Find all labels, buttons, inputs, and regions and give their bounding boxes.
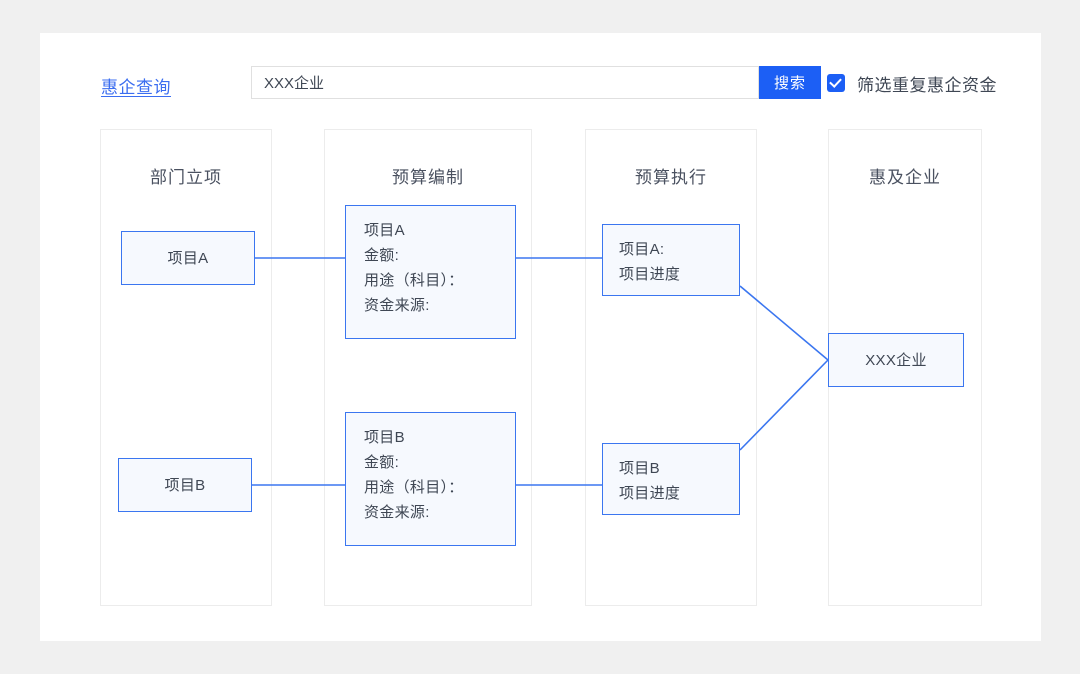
exec-a-line-2: 项目进度 — [619, 266, 681, 283]
budget-a-line-2: 金额: — [364, 247, 400, 264]
page-card: 惠企查询 搜索 筛选重复惠企资金 部门立项 预算编制 — [40, 33, 1041, 641]
column-department-project: 部门立项 — [100, 129, 272, 606]
node-label: 项目A — [167, 249, 209, 267]
exec-b-line-2: 项目进度 — [619, 485, 681, 502]
budget-a-line-1: 项目A — [364, 222, 405, 239]
exec-b-line-1: 项目B — [619, 460, 660, 477]
column-title: 预算执行 — [635, 168, 707, 187]
search-toolbar: 惠企查询 搜索 筛选重复惠企资金 — [101, 66, 1021, 106]
budget-b-line-4: 资金来源: — [364, 504, 430, 521]
checkbox-icon[interactable] — [827, 74, 845, 92]
column-budget-preparation: 预算编制 — [324, 129, 532, 606]
node-exec-b[interactable]: 项目B 项目进度 — [602, 443, 740, 515]
node-project-b[interactable]: 项目B — [118, 458, 252, 512]
budget-b-line-2: 金额: — [364, 454, 400, 471]
column-title: 惠及企业 — [869, 168, 941, 187]
node-label: 项目B — [164, 476, 206, 494]
column-budget-execution: 预算执行 — [585, 129, 757, 606]
column-title: 预算编制 — [392, 168, 464, 187]
budget-a-line-4: 资金来源: — [364, 297, 430, 314]
search-button[interactable]: 搜索 — [759, 66, 821, 99]
node-label: XXX企业 — [865, 351, 927, 369]
exec-a-line-1: 项目A: — [619, 241, 665, 258]
node-enterprise[interactable]: XXX企业 — [828, 333, 964, 387]
node-budget-b[interactable]: 项目B 金额: 用途（科目）： 资金来源: — [345, 412, 516, 546]
filter-label: 筛选重复惠企资金 — [857, 75, 997, 95]
budget-b-line-3: 用途（科目）： — [364, 479, 464, 496]
filter-duplicate-funds-control[interactable]: 筛选重复惠企资金 — [827, 68, 997, 98]
node-budget-a[interactable]: 项目A 金额: 用途（科目）： 资金来源: — [345, 205, 516, 339]
budget-b-line-1: 项目B — [364, 429, 405, 446]
search-input[interactable] — [251, 66, 759, 99]
budget-a-line-3: 用途（科目）： — [364, 272, 464, 289]
node-project-a[interactable]: 项目A — [121, 231, 255, 285]
node-exec-a[interactable]: 项目A: 项目进度 — [602, 224, 740, 296]
column-title: 部门立项 — [150, 168, 222, 187]
flow-diagram: 部门立项 预算编制 预算执行 惠及企业 项目A 项目A 金额: 用途（科目）： … — [40, 33, 1041, 641]
query-label[interactable]: 惠企查询 — [101, 78, 171, 97]
